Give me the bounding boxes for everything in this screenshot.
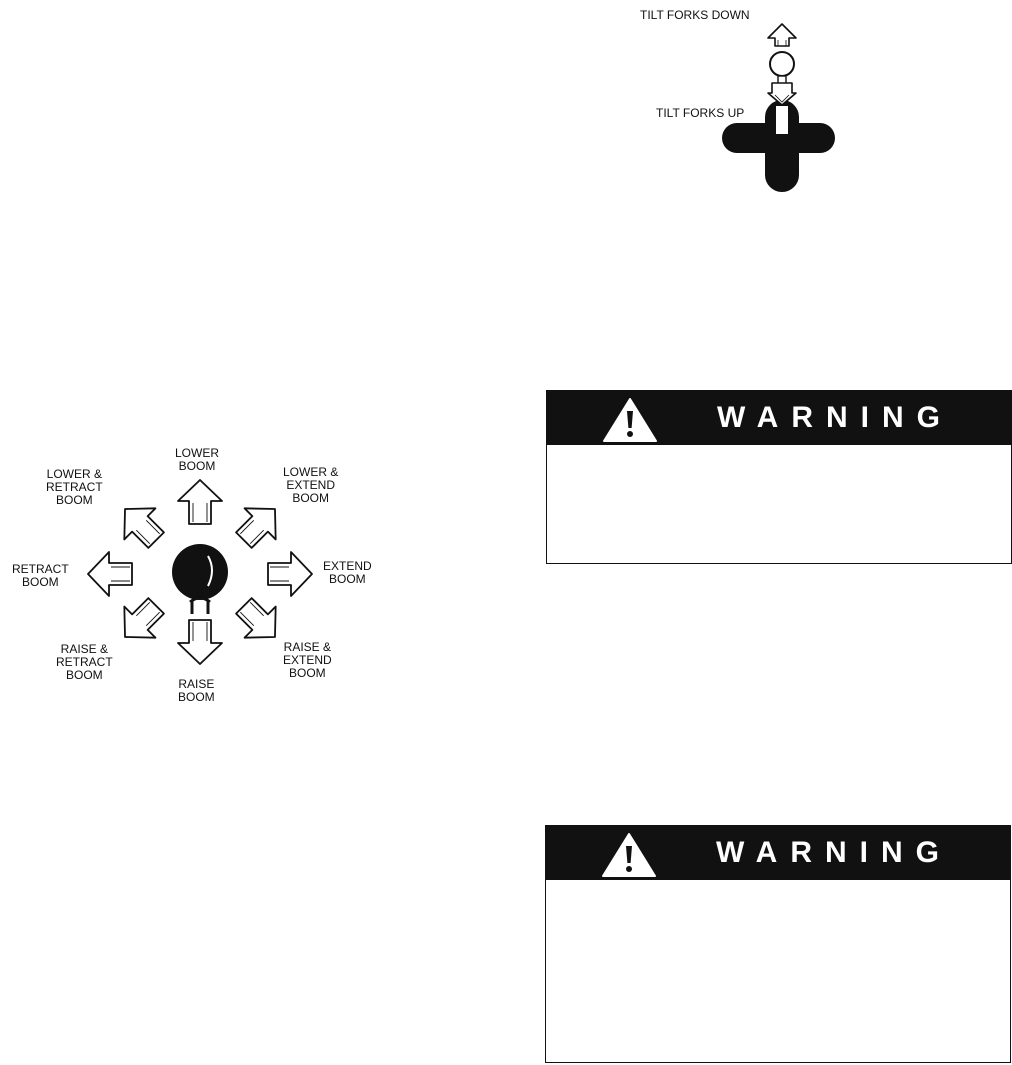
tilt-forks-down-label: TILT FORKS DOWN	[640, 8, 750, 22]
arrow-down-icon	[767, 82, 797, 106]
warning-box-2: WARNING	[545, 825, 1011, 1063]
warning-title: WARNING	[716, 836, 952, 869]
extend-boom-arrow-icon	[267, 551, 313, 597]
tilt-lever-diagram	[722, 23, 835, 192]
warning-triangle-icon	[602, 833, 656, 877]
lower-retract-boom-arrow-icon	[108, 492, 173, 557]
raise-extend-boom-arrow-icon	[227, 589, 292, 654]
warning-box-1: WARNING	[546, 390, 1012, 564]
arrow-up-icon	[767, 23, 797, 47]
retract-boom-arrow-icon	[87, 551, 133, 597]
lever-gate	[722, 100, 835, 192]
lower-boom-arrow-icon	[177, 479, 223, 525]
joystick-knob	[172, 544, 228, 614]
boom-joystick-diagram	[87, 479, 313, 665]
raise-retract-boom-arrow-icon	[108, 589, 173, 654]
warning-title: WARNING	[717, 401, 953, 434]
lower-extend-boom-arrow-icon	[227, 492, 292, 557]
tilt-knob	[769, 51, 795, 77]
raise-boom-arrow-icon	[177, 619, 223, 665]
tilt-forks-up-label: TILT FORKS UP	[656, 106, 745, 120]
warning-triangle-icon	[603, 398, 657, 442]
